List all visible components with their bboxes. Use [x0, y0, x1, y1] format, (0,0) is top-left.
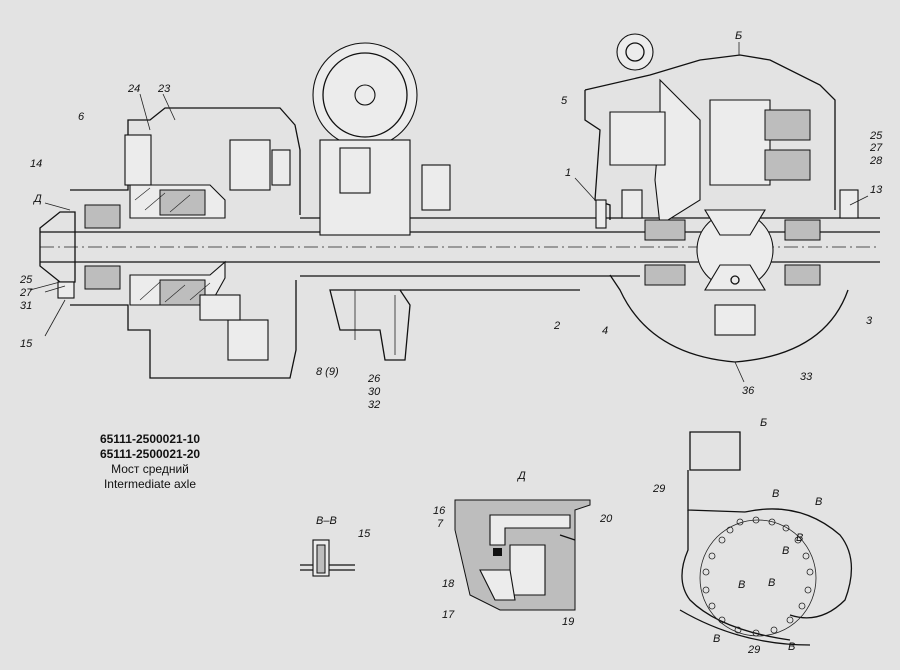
callout-29-bottom: 29 [748, 644, 761, 656]
callout-d-detail: Д [518, 470, 526, 482]
callout-18: 18 [442, 578, 455, 590]
top-gear [312, 42, 451, 361]
drawing-caption: 65111-2500021-10 65111-2500021-20 Мост с… [80, 432, 220, 492]
detail-b [679, 431, 853, 646]
callout-v3: В [796, 532, 804, 544]
part-number-1: 65111-2500021-10 [99, 432, 201, 446]
callout-v4: В [782, 545, 790, 557]
callout-25-right: 25 [870, 130, 883, 142]
callout-13: 13 [870, 184, 883, 196]
callout-27-left: 27 [20, 287, 33, 299]
callout-v7: В [713, 633, 721, 645]
callout-15-left: 15 [20, 338, 33, 350]
leader-lines [29, 42, 869, 383]
callout-27-right: 27 [870, 142, 883, 154]
callout-v8: В [788, 641, 796, 653]
callout-25-left: 25 [20, 274, 33, 286]
callout-v5: В [738, 579, 746, 591]
callout-b-top: Б [735, 30, 743, 42]
callout-8-9: 8 (9) [316, 366, 339, 378]
callout-32: 32 [368, 399, 381, 411]
callout-v2: В [815, 496, 823, 508]
callout-1: 1 [565, 167, 572, 179]
callout-30: 30 [368, 386, 381, 398]
callout-4: 4 [602, 325, 609, 337]
callout-20: 20 [600, 513, 613, 525]
callout-33: 33 [800, 371, 813, 383]
callout-19: 19 [562, 616, 575, 628]
callout-26: 26 [368, 373, 381, 385]
name-english: Intermediate axle [103, 477, 197, 491]
callout-23: 23 [158, 83, 171, 95]
callout-d: Д [34, 193, 42, 205]
callout-31: 31 [20, 300, 33, 312]
part-number-2: 65111-2500021-20 [99, 447, 201, 461]
callout-36: 36 [742, 385, 755, 397]
callout-v1: В [772, 488, 780, 500]
callout-7: 7 [437, 518, 444, 530]
callout-2: 2 [554, 320, 561, 332]
callout-b-detail: Б [760, 417, 768, 429]
callout-vv: В–В [316, 515, 337, 527]
detail-vv [300, 539, 355, 577]
callout-17: 17 [442, 609, 455, 621]
rear-differential [584, 33, 859, 363]
callout-14: 14 [30, 158, 43, 170]
callout-15-detail: 15 [358, 528, 371, 540]
callout-3: 3 [866, 315, 873, 327]
callout-29-top: 29 [653, 483, 666, 495]
callout-28: 28 [870, 155, 883, 167]
detail-d [454, 499, 591, 611]
callout-24: 24 [128, 83, 141, 95]
callout-16: 16 [433, 505, 446, 517]
name-russian: Мост средний [111, 462, 189, 476]
callout-v6: В [768, 577, 776, 589]
left-housing [39, 107, 301, 379]
callout-5: 5 [561, 95, 568, 107]
callout-6: 6 [78, 111, 85, 123]
